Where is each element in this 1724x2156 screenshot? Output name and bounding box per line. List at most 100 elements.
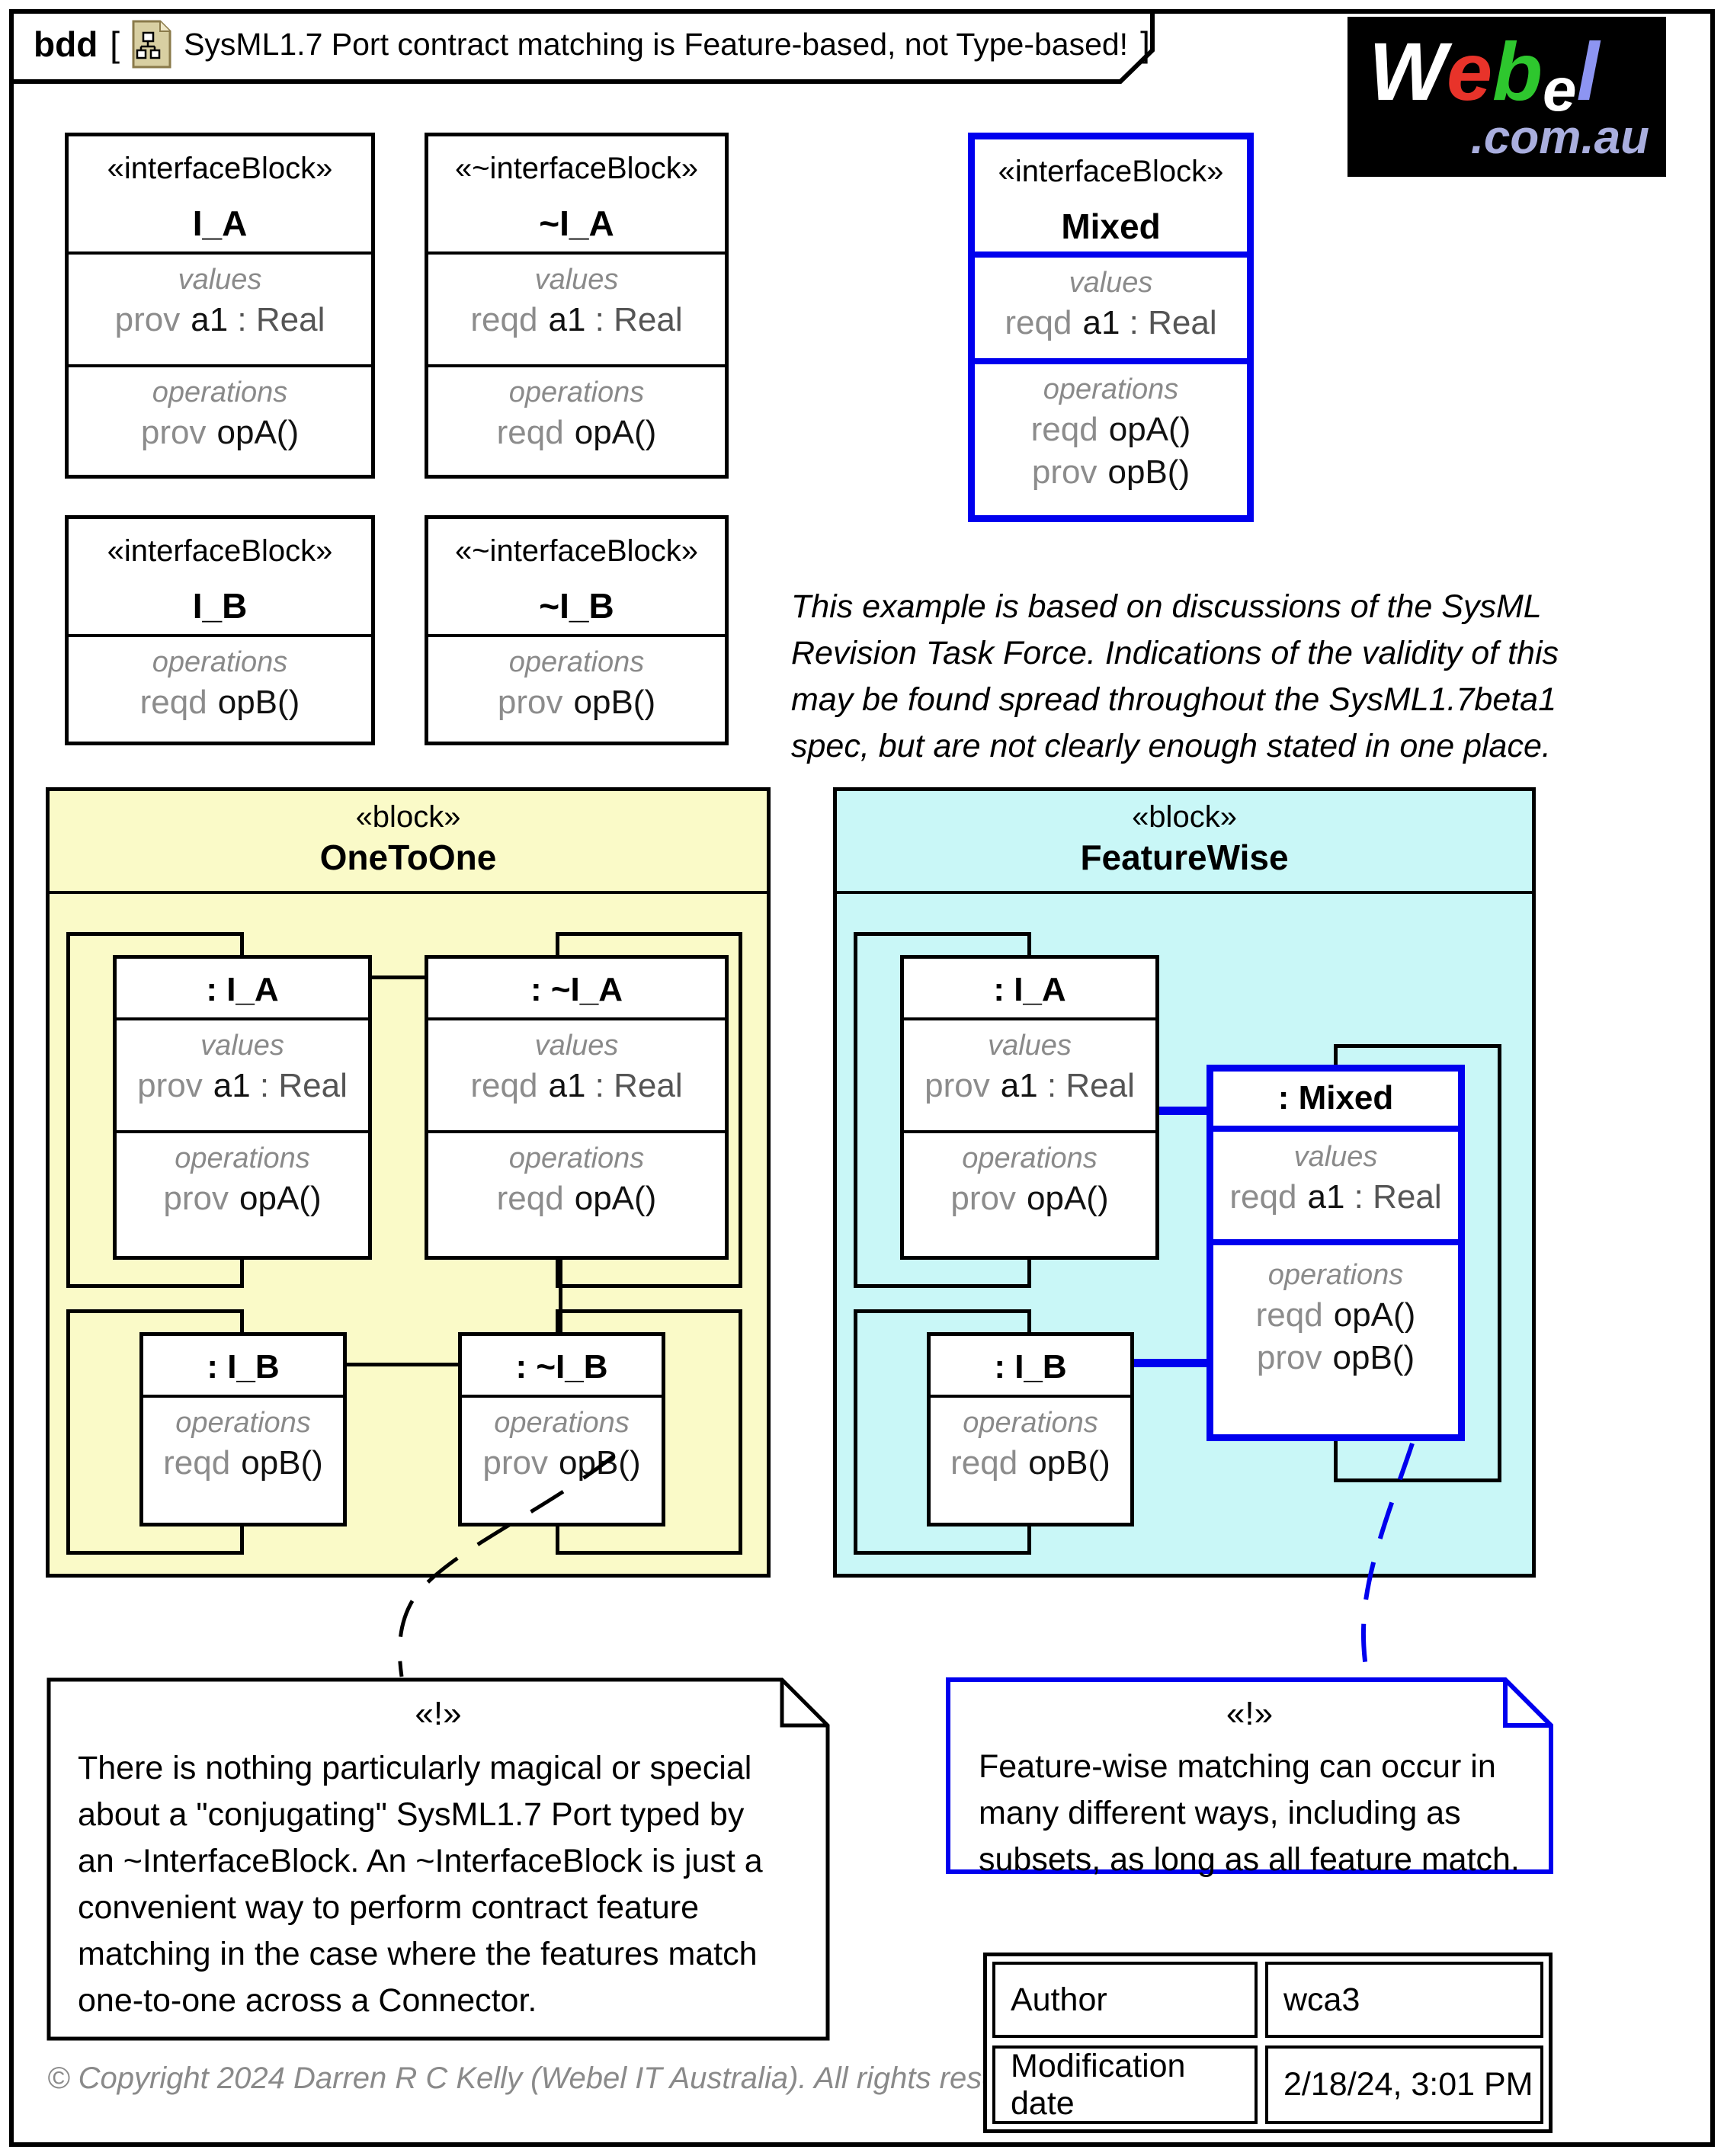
box-header: «~interfaceBlock» ~I_A xyxy=(428,136,725,251)
feature-name: opA() xyxy=(1027,1180,1109,1217)
box-header: «interfaceBlock» I_A xyxy=(69,136,371,251)
feature-direction: prov xyxy=(482,1444,548,1482)
feature-name: opB() xyxy=(573,684,656,721)
operation-feature: prov opB() xyxy=(462,1440,662,1482)
part-name: : I_A xyxy=(993,971,1066,1008)
feature-name: a1 xyxy=(1307,1178,1345,1216)
annotation-line: spec, but are not clearly enough stated … xyxy=(791,728,1551,764)
feature-direction: reqd xyxy=(1229,1178,1297,1216)
value-feature: reqd a1 : Real xyxy=(1213,1174,1458,1216)
note-line: many different ways, including as xyxy=(979,1795,1461,1831)
feature-direction: reqd xyxy=(950,1444,1018,1482)
feature-direction: prov xyxy=(140,414,207,451)
compartment-label: operations xyxy=(508,376,645,408)
feature-name: opB() xyxy=(559,1444,641,1482)
compartment-label: operations xyxy=(508,1142,645,1174)
diagram-kind-label: bdd xyxy=(34,24,98,64)
compartment-label: operations xyxy=(1043,373,1179,405)
logo-letter: e xyxy=(1446,25,1493,117)
compartment-label: values xyxy=(200,1030,284,1062)
stereotype: «~interfaceBlock» xyxy=(454,534,699,568)
feature-name: a1 xyxy=(1000,1067,1038,1104)
note-line: an ~InterfaceBlock. An ~InterfaceBlock i… xyxy=(78,1843,763,1879)
block-name: OneToOne xyxy=(319,838,497,877)
part-name: : I_B xyxy=(207,1348,280,1386)
feature-type: : Real xyxy=(228,301,325,338)
logo-letter: l xyxy=(1576,25,1600,117)
feature-name: opA() xyxy=(1333,1296,1416,1334)
compartment-label: operations xyxy=(175,1407,311,1439)
feature-direction: prov xyxy=(163,1180,229,1217)
stereotype: «block» xyxy=(355,800,461,834)
stereotype: «~interfaceBlock» xyxy=(454,152,699,185)
compartment-label: operations xyxy=(963,1407,1098,1439)
part-name: : I_B xyxy=(994,1348,1067,1386)
feature-type: : Real xyxy=(1344,1178,1442,1216)
part-name: : Mixed xyxy=(1277,1079,1394,1116)
note-line: about a "conjugating" SysML1.7 Port type… xyxy=(78,1796,745,1833)
compartment-label: operations xyxy=(175,1142,310,1174)
feature-name: opA() xyxy=(216,414,300,451)
logo-domain: .com.au xyxy=(1470,111,1649,164)
connector-ib-nib xyxy=(347,1363,458,1366)
feature-direction: reqd xyxy=(470,301,538,338)
compartment-label: values xyxy=(1293,1141,1378,1173)
block-name: I_A xyxy=(192,203,248,243)
part-title: : Mixed xyxy=(1213,1072,1458,1126)
box-header: «interfaceBlock» I_B xyxy=(69,519,371,634)
operation-feature: reqd opB() xyxy=(931,1440,1130,1482)
meta-value-author: wca3 xyxy=(1265,1962,1543,2038)
note-stereotype: «!» xyxy=(415,1695,462,1732)
feature-name: opB() xyxy=(1028,1444,1110,1482)
feature-direction: reqd xyxy=(496,1180,564,1217)
feature-direction: prov xyxy=(924,1067,990,1104)
feature-direction: reqd xyxy=(496,414,564,451)
compartment-label: operations xyxy=(962,1142,1098,1174)
feature-direction: reqd xyxy=(139,684,207,721)
webel-logo: Webel .com.au xyxy=(1347,17,1666,177)
bdd-diagram-icon xyxy=(132,20,171,69)
diagram-header: bdd [ SysML1.7 Port contract matching is… xyxy=(34,20,1150,69)
stereotype: «interfaceBlock» xyxy=(998,155,1224,188)
meta-label-author: Author xyxy=(992,1962,1258,2038)
part-title: : I_A xyxy=(117,959,368,1017)
block-name: FeatureWise xyxy=(1080,838,1289,877)
annotation-text: This example is based on discussions of … xyxy=(791,584,1660,770)
part-title: : I_B xyxy=(931,1336,1130,1395)
feature-name: opB() xyxy=(1107,453,1190,491)
logo-letter: b xyxy=(1492,25,1543,117)
box-header: «~interfaceBlock» ~I_B xyxy=(428,519,725,634)
connector-ib-mixed xyxy=(1134,1359,1206,1367)
compartment-label: operations xyxy=(1267,1259,1404,1291)
copyright-text: © Copyright 2024 Darren R C Kelly (Webel… xyxy=(47,2061,1067,2095)
note-line: convenient way to perform contract featu… xyxy=(78,1889,700,1926)
part-name: : I_A xyxy=(206,971,279,1008)
compartment-label: values xyxy=(534,264,619,296)
